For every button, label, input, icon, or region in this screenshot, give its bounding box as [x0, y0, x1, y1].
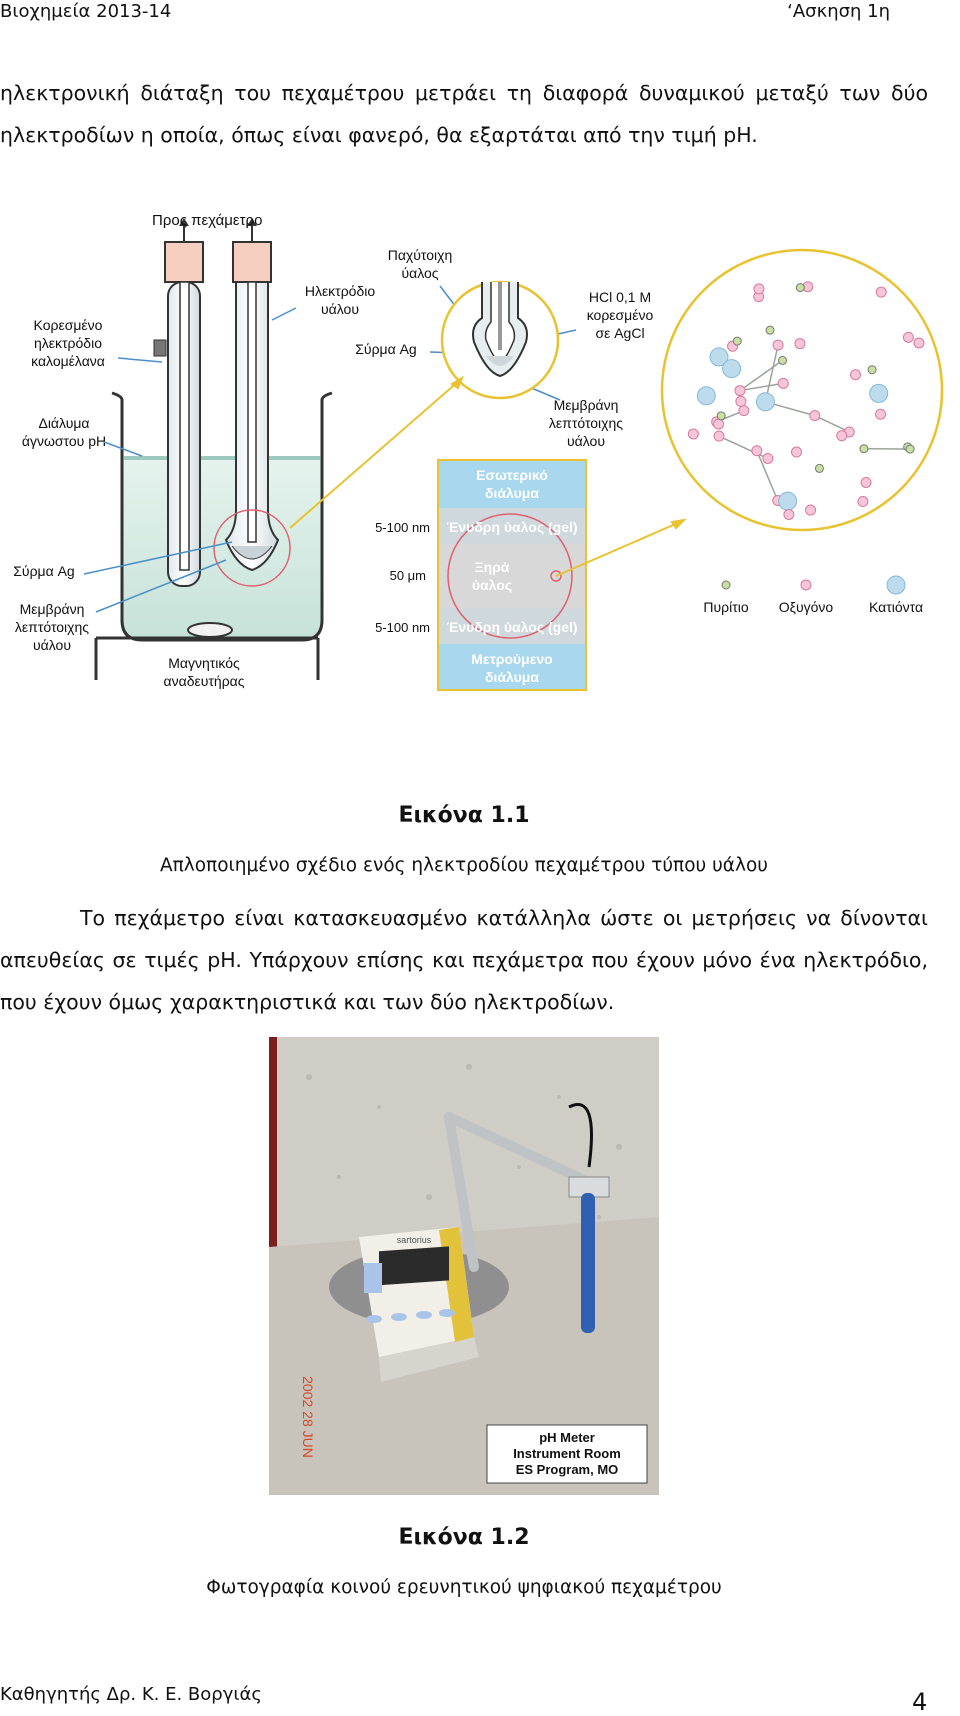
label-measured-solution-2: διάλυμα [485, 669, 539, 685]
label-dry-glass-1: Ξηρά [475, 559, 510, 575]
label-thickness-top: 5-100 nm [375, 520, 430, 535]
structure-atom [796, 284, 804, 292]
structure-atom [779, 356, 787, 364]
label-hcl-2: κορεσμένο [587, 307, 654, 323]
label-thin-membrane-1: Μεμβράνη [554, 397, 619, 413]
photo-label-1: pH Meter [539, 1430, 595, 1445]
label-dry-glass-2: ύαλος [472, 577, 512, 593]
label-thin-membrane-2: λεπτότοιχης [549, 415, 623, 431]
label-inner-solution-2: διάλυμα [485, 485, 539, 501]
label-thin-membrane-3: υάλου [567, 433, 605, 449]
photo-label-2: Instrument Room [513, 1446, 621, 1461]
structure-atom [754, 284, 764, 294]
label-inner-solution-1: Εσωτερικό [476, 467, 548, 483]
structure-atom [735, 386, 745, 396]
label-magnetic-stirrer-1: Μαγνητικός [168, 655, 240, 671]
label-ag-wire-left: Σύρμα Ag [13, 563, 74, 579]
figure-2-title: Εικόνα 1.2 [0, 1525, 928, 1550]
structure-atom [870, 384, 888, 402]
structure-atom [688, 429, 698, 439]
paragraph-1: ηλεκτρονική διάταξη του πεχαμέτρου μετρά… [0, 72, 928, 156]
label-ag-wire: Σύρμα Ag [355, 341, 416, 357]
label-calomel-3: καλομέλανα [31, 353, 105, 369]
legend-silicon: Πυρίτιο [703, 599, 748, 615]
structure-atom [733, 337, 741, 345]
label-calomel-1: Κορεσμένο [34, 317, 103, 333]
structure-atom [876, 409, 886, 419]
label-thin-membrane-left-2: λεπτότοιχης [15, 619, 89, 635]
structure-atom [810, 411, 820, 421]
structure-atom [815, 464, 823, 472]
structure-atom [778, 378, 788, 388]
structure-atom [868, 366, 876, 374]
structure-atom [906, 445, 914, 453]
structure-atom [903, 332, 913, 342]
figure-1-title: Εικόνα 1.1 [0, 803, 928, 828]
ph-meter-photo: sartorius 2002 28 JUN pH Meter Instrumen… [269, 1037, 659, 1495]
ph-electrode-diagram: Προς πεχάμετρο Κορεσμένο ηλεκτρόδιο καλο… [0, 210, 960, 740]
structure-atom [851, 370, 861, 380]
label-thick-glass-1: Παχύτοιχη [388, 247, 453, 263]
label-unknown-ph-1: Διάλυμα [38, 415, 89, 431]
photo-date-stamp: 2002 28 JUN [300, 1376, 316, 1458]
label-glass-electrode-1: Ηλεκτρόδιο [305, 283, 376, 299]
label-hydrated-glass-bottom: Ένυδρη ύαλος (gel) [446, 619, 577, 635]
structure-atom [779, 492, 797, 510]
structure-atom [752, 446, 762, 456]
figure-1-caption: Απλοποιημένο σχέδιο ενός ηλεκτροδίου πεχ… [0, 855, 928, 876]
structure-atom [723, 360, 741, 378]
legend-oxygen: Οξυγόνο [779, 599, 834, 615]
page-number: 4 [912, 1688, 927, 1716]
structure-atom [914, 338, 924, 348]
label-thick-glass-2: ύαλος [401, 265, 438, 281]
label-hydrated-glass-top: Ένυδρη ύαλος (gel) [446, 519, 577, 535]
structure-atom [763, 453, 773, 463]
structure-atom [858, 497, 868, 507]
paragraph-2: Το πεχάμετρο είναι κατασκευασμένο κατάλλ… [0, 897, 928, 1023]
label-thickness-middle: 50 μm [390, 568, 426, 583]
legend-cations: Κατιόντα [869, 599, 923, 615]
glass-structure-circle [662, 250, 942, 530]
structure-atom [860, 445, 868, 453]
label-magnetic-stirrer-2: αναδευτήρας [164, 673, 245, 689]
footer-author: Καθηγητής Δρ. Κ. Ε. Βοργιάς [0, 1684, 262, 1705]
label-glass-electrode-2: υάλου [321, 301, 359, 317]
structure-atom [806, 505, 816, 515]
structure-atom [792, 447, 802, 457]
structure-atom [756, 393, 774, 411]
label-thin-membrane-left-3: υάλου [33, 637, 71, 653]
structure-atom [773, 340, 783, 350]
structure-legend [722, 576, 905, 594]
structure-atom [837, 431, 847, 441]
label-measured-solution-1: Μετρούμενο [471, 651, 552, 667]
structure-atom [717, 412, 725, 420]
structure-atom [739, 406, 749, 416]
beaker [112, 393, 332, 640]
label-thin-membrane-left-1: Μεμβράνη [20, 601, 85, 617]
label-thickness-bottom: 5-100 nm [375, 620, 430, 635]
label-unknown-ph-2: άγνωστου pH [22, 433, 106, 449]
header-left: Βιοχημεία 2013-14 [0, 0, 171, 24]
label-hcl-3: σε AgCl [595, 325, 644, 341]
structure-atom [714, 431, 724, 441]
label-hcl-1: HCl 0,1 M [589, 289, 651, 305]
header-right: ‘Ασκηση 1η [787, 0, 890, 24]
structure-atom [714, 419, 724, 429]
structure-atom [876, 287, 886, 297]
structure-atom [784, 509, 794, 519]
photo-label-3: ES Program, MO [516, 1462, 619, 1477]
structure-atom [736, 396, 746, 406]
structure-atom [795, 339, 805, 349]
label-calomel-2: ηλεκτρόδιο [34, 335, 102, 351]
structure-atom [861, 478, 871, 488]
structure-atom [697, 387, 715, 405]
label-to-phmeter: Προς πεχάμετρο [152, 212, 262, 229]
figure-2-caption: Φωτογραφία κοινού ερευνητικού ψηφιακού π… [0, 1577, 928, 1598]
photo-brand: sartorius [397, 1235, 432, 1245]
structure-atom [766, 326, 774, 334]
